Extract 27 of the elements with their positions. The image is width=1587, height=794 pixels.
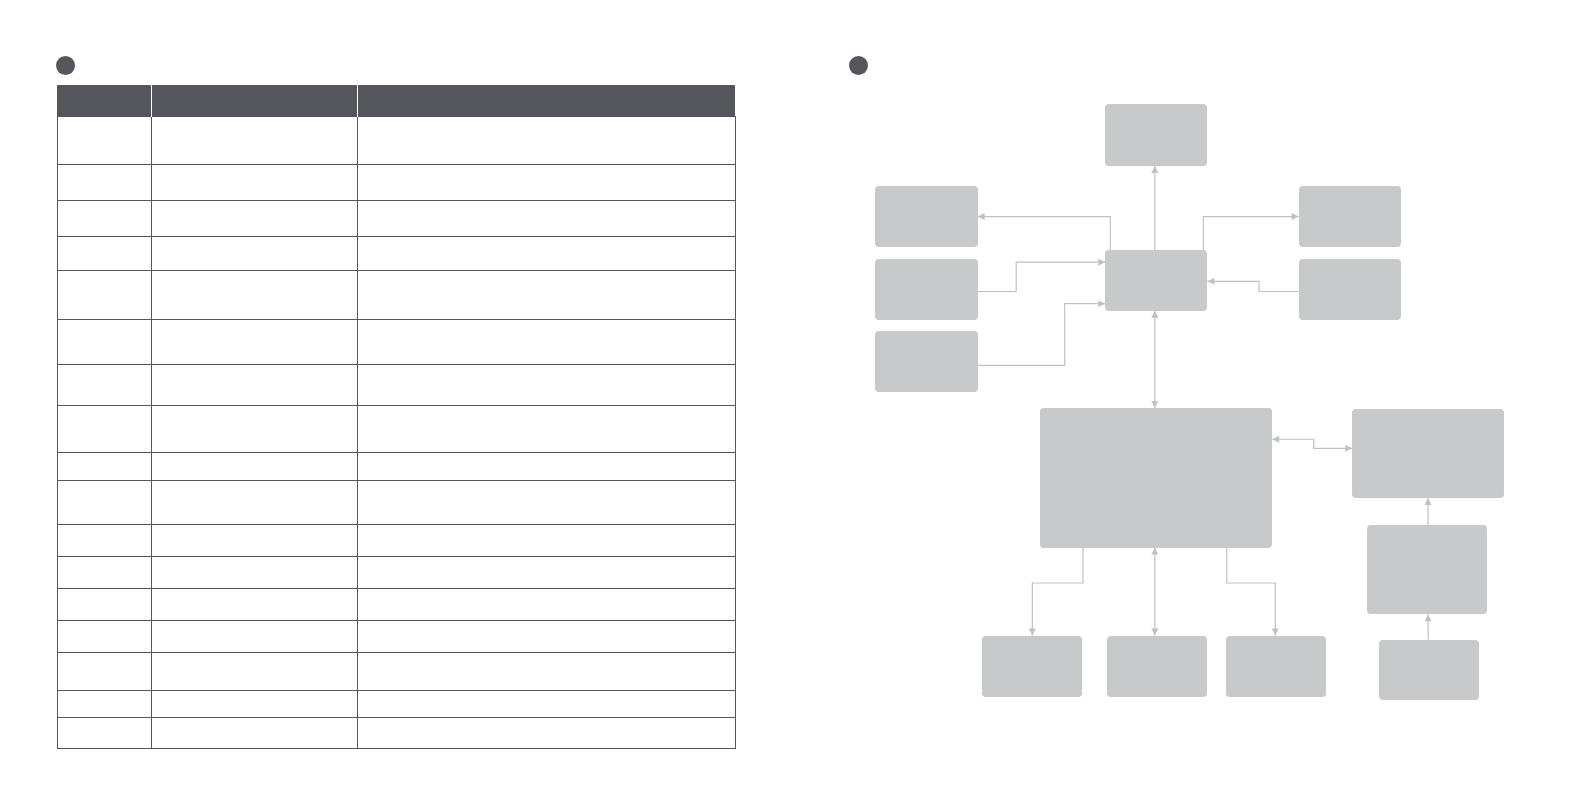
process-box bbox=[1225, 635, 1326, 698]
arrow bbox=[1151, 310, 1159, 409]
process-box bbox=[1040, 407, 1273, 548]
arrow bbox=[977, 300, 1106, 366]
arrow bbox=[1271, 435, 1353, 452]
process-box bbox=[875, 186, 978, 247]
process-box bbox=[1298, 259, 1401, 320]
arrow bbox=[1424, 497, 1432, 526]
process-box bbox=[1105, 250, 1208, 311]
process-box bbox=[1298, 186, 1401, 247]
process-box bbox=[1352, 408, 1504, 498]
arrow bbox=[1151, 546, 1159, 637]
arrow bbox=[977, 213, 1111, 251]
process-box bbox=[1105, 104, 1208, 166]
process-box bbox=[1378, 639, 1479, 701]
process-box bbox=[1107, 635, 1208, 698]
process-box bbox=[1367, 525, 1487, 615]
process-box bbox=[981, 635, 1082, 698]
arrow bbox=[1206, 277, 1300, 293]
arrow bbox=[1226, 546, 1279, 637]
process-box bbox=[875, 259, 978, 320]
process-box bbox=[875, 330, 978, 392]
arrow bbox=[1424, 613, 1432, 641]
arrow bbox=[1151, 165, 1159, 251]
arrow bbox=[977, 258, 1106, 293]
arrow bbox=[1202, 213, 1300, 251]
arrow bbox=[1028, 546, 1084, 637]
